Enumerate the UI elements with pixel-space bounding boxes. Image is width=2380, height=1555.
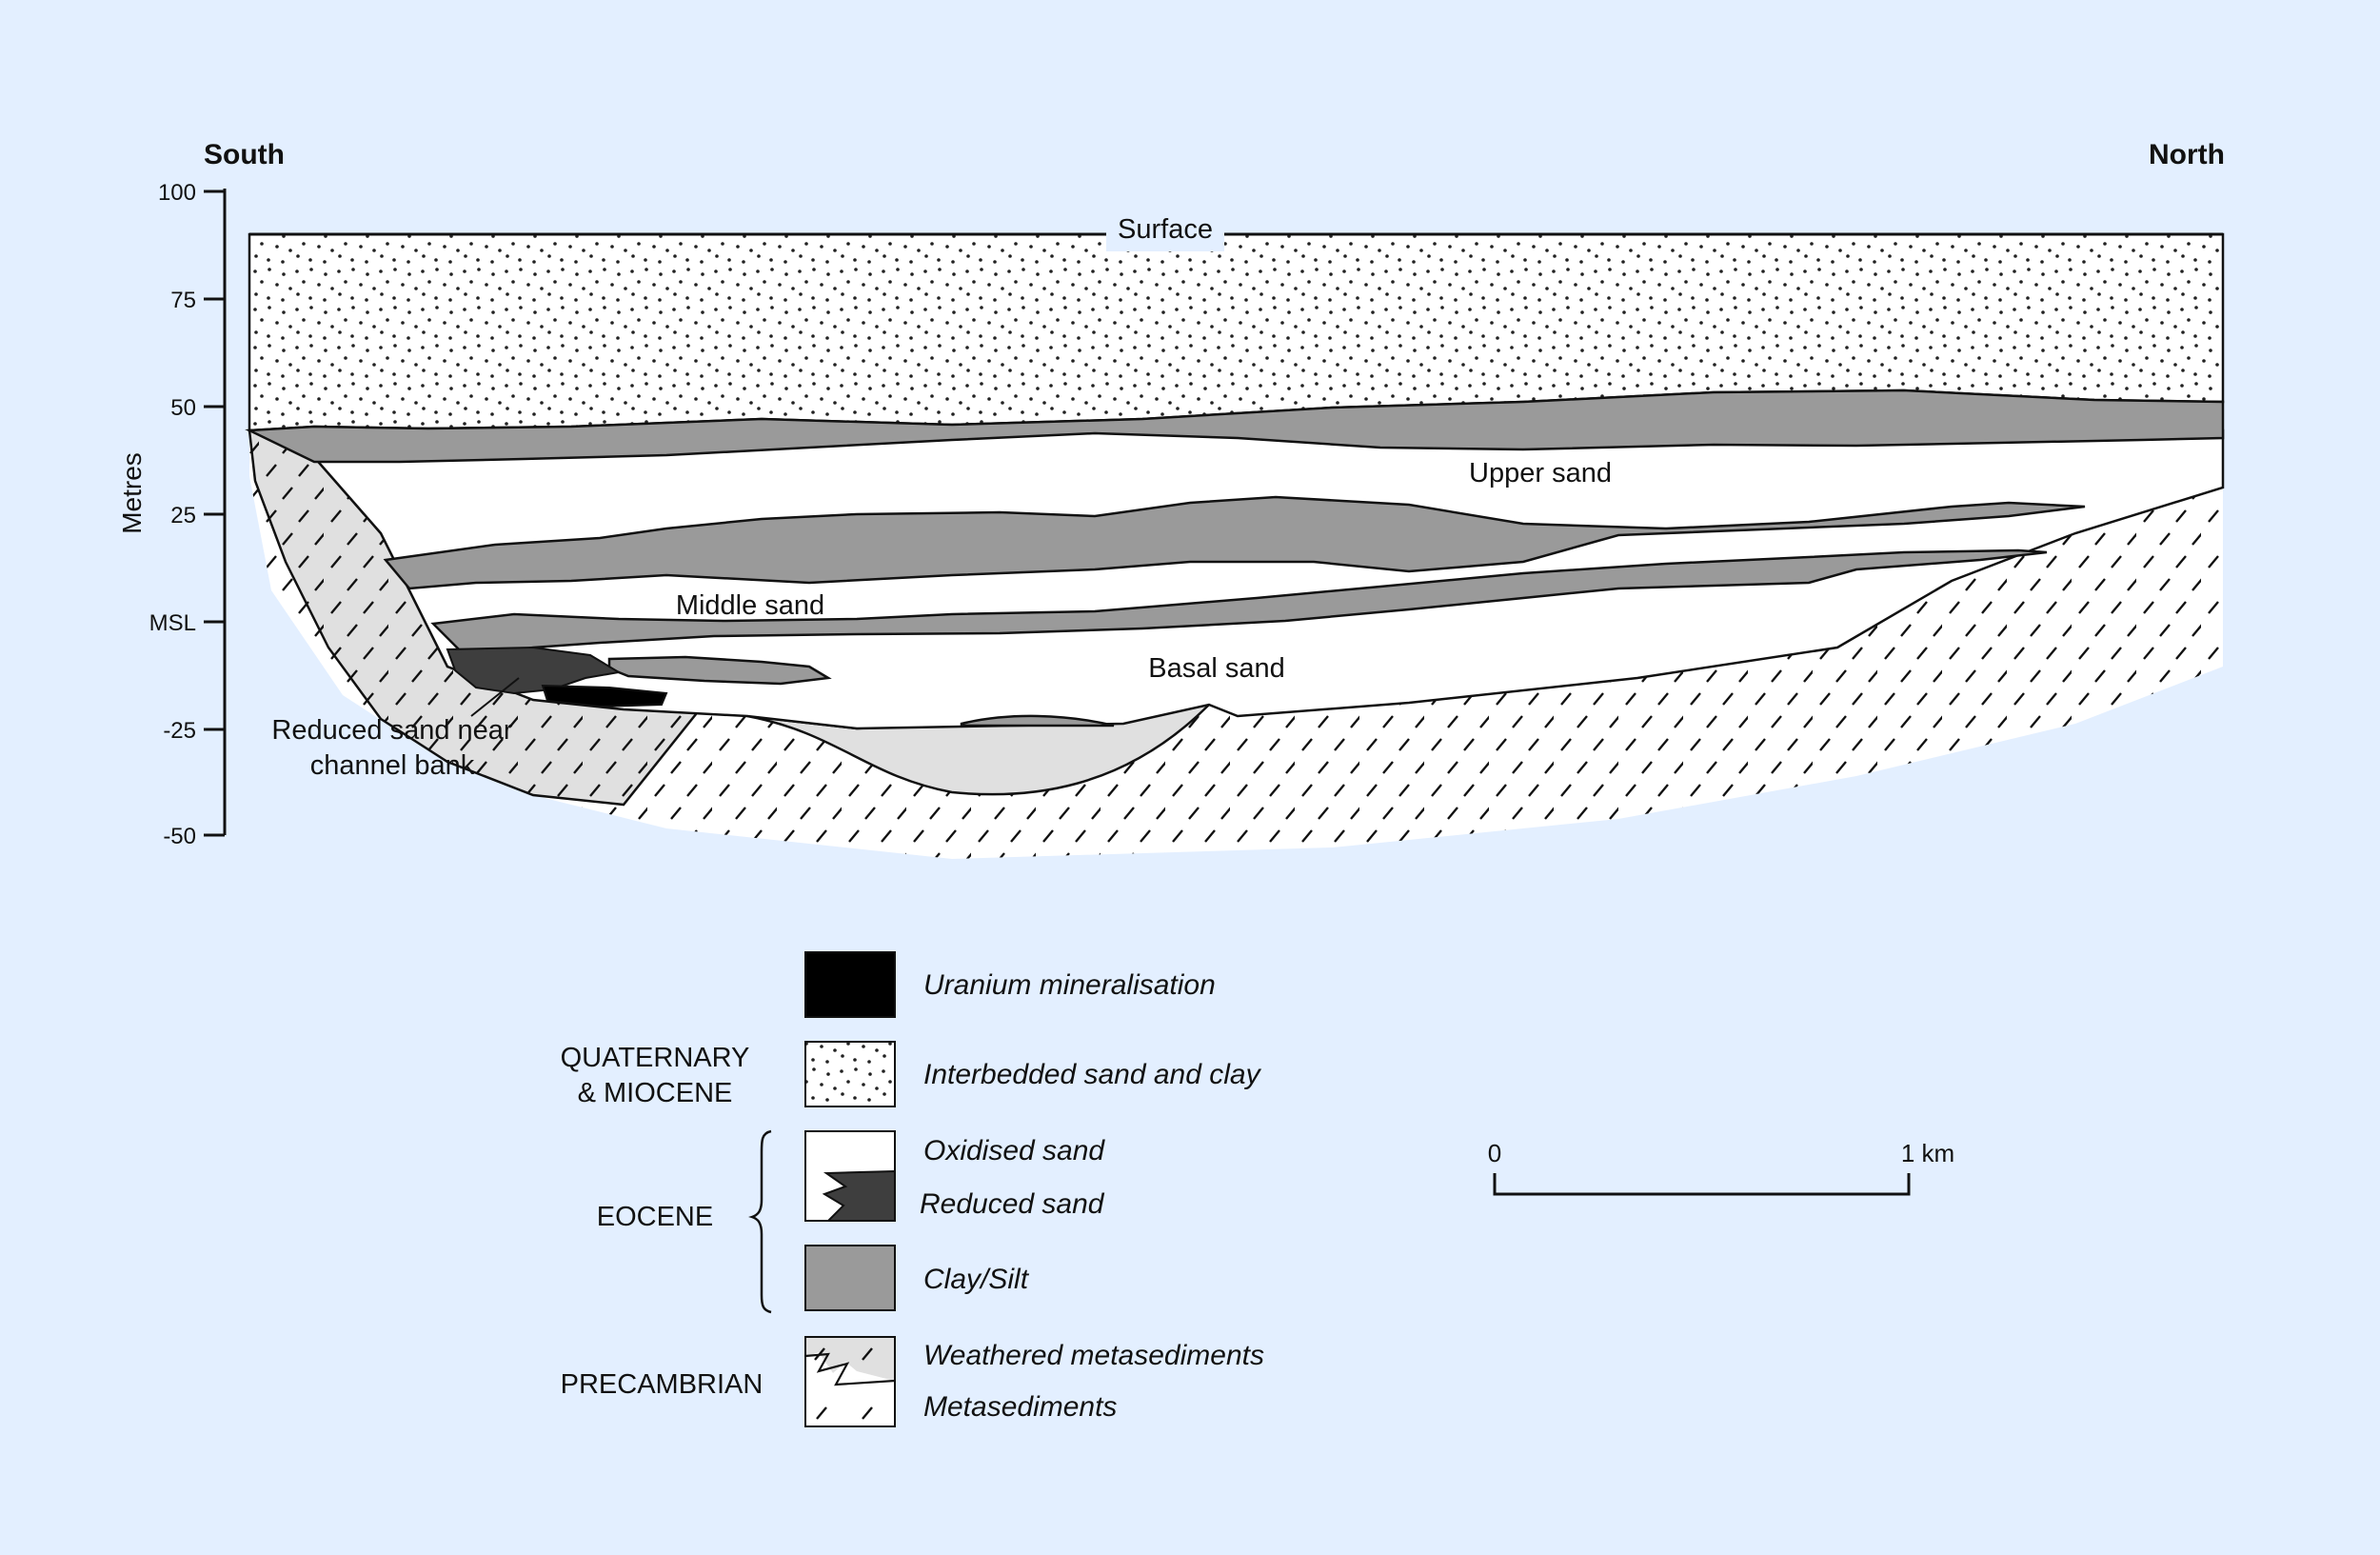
y-tick-minus25: -25 xyxy=(163,718,196,744)
legend-age-quaternary-line1: QUATERNARY xyxy=(561,1043,750,1073)
legend-label-clay: Clay/Silt xyxy=(923,1264,1030,1295)
oxidised-sand-body xyxy=(248,429,2225,730)
south-label: South xyxy=(204,139,285,170)
legend-label-reduced: Reduced sand xyxy=(920,1188,1105,1220)
annotation-leader-line xyxy=(470,677,520,717)
north-label: North xyxy=(2149,139,2225,170)
cross-section xyxy=(245,232,2225,859)
y-tick-100: 100 xyxy=(158,180,196,206)
legend-swatch-reduced-fill xyxy=(822,1169,896,1222)
eocene-brace xyxy=(748,1129,772,1314)
scale-bar: 0 1 km xyxy=(1488,1139,1954,1196)
y-axis-title: Metres xyxy=(117,452,147,534)
reduced-sand-annotation-line1: Reduced sand near xyxy=(271,715,512,746)
lower-clay-band xyxy=(430,548,2048,659)
legend-age-eocene: EOCENE xyxy=(597,1202,713,1232)
legend-age-precambrian: PRECAMBRIAN xyxy=(561,1369,764,1400)
legend-swatch-interbedded xyxy=(804,1041,896,1107)
legend-label-weathered: Weathered metasediments xyxy=(923,1340,1264,1371)
upper-sand-label: Upper sand xyxy=(1469,458,1612,488)
middle-sand-label: Middle sand xyxy=(676,590,824,621)
y-tick-50: 50 xyxy=(170,395,196,421)
y-axis: 100 75 50 25 MSL -25 -50 Metres xyxy=(117,180,227,849)
legend-swatch-clay xyxy=(804,1245,896,1311)
y-tick-minus50: -50 xyxy=(163,824,196,849)
basal-sand-label: Basal sand xyxy=(1148,653,1285,684)
legend: QUATERNARY & MIOCENE EOCENE PRECAMBRIAN … xyxy=(561,951,1264,1427)
legend-swatch-uranium xyxy=(804,951,896,1018)
y-tick-75: 75 xyxy=(170,288,196,313)
legend-label-interbedded: Interbedded sand and clay xyxy=(923,1059,1262,1090)
uranium-mineralisation-body xyxy=(541,684,668,708)
legend-label-meta: Metasediments xyxy=(923,1391,1117,1423)
surface-label: Surface xyxy=(1118,214,1213,245)
y-tick-25: 25 xyxy=(170,503,196,528)
legend-age-quaternary-line2: & MIOCENE xyxy=(578,1078,733,1108)
reduced-sand-annotation-line2: channel bank xyxy=(310,750,475,781)
y-tick-msl: MSL xyxy=(149,610,196,636)
legend-label-uranium: Uranium mineralisation xyxy=(923,969,1216,1001)
reduced-sand-zone xyxy=(446,646,622,695)
middle-clay-lens xyxy=(383,495,2086,590)
scale-bar-end-label: 1 km xyxy=(1901,1139,1954,1167)
basal-clay-lens xyxy=(960,714,1115,728)
legend-swatch-boundary-line xyxy=(804,1352,896,1386)
upper-clay-band xyxy=(245,389,2225,464)
scale-bar-start-label: 0 xyxy=(1488,1139,1501,1167)
weathered-zone-channel xyxy=(746,703,1213,796)
legend-label-oxidised: Oxidised sand xyxy=(923,1135,1105,1166)
surface-label-backdrop xyxy=(1106,213,1224,251)
